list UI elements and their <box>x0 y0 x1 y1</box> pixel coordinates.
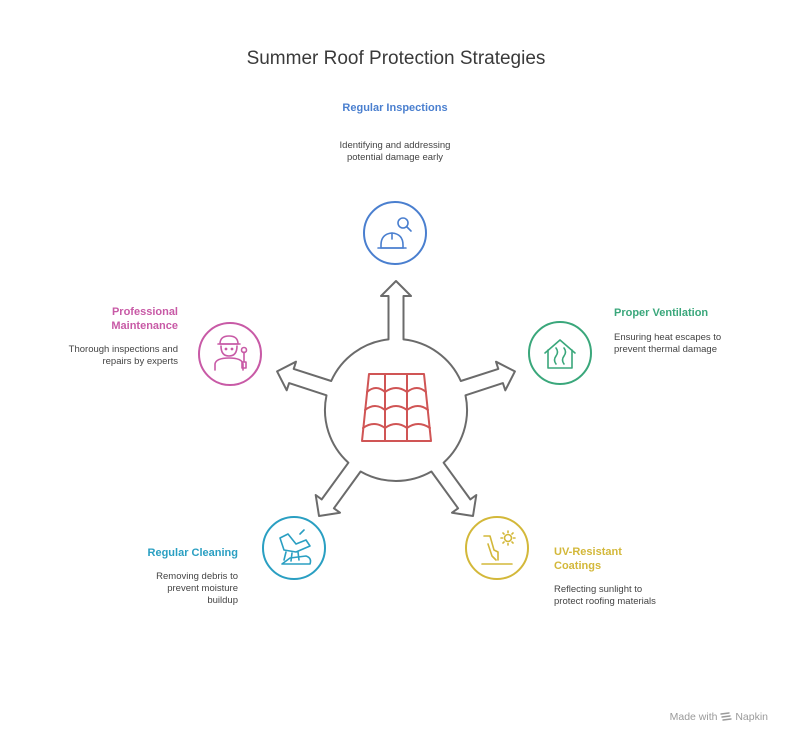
strategy-title-professional-maintenance: Professional Maintenance <box>111 306 178 332</box>
hub-outline <box>276 280 516 517</box>
strategy-title-uv-resistant-coatings: UV-Resistant Coatings <box>554 546 622 572</box>
brand-name: Napkin <box>735 711 768 724</box>
strategy-desc-proper-ventilation: Ensuring heat escapes to prevent thermal… <box>614 332 722 355</box>
napkin-logo-icon <box>720 712 733 721</box>
strategy-title-proper-ventilation: Proper Ventilation <box>614 307 709 319</box>
strategy-desc-professional-maintenance: Thorough inspections and repairs by expe… <box>68 344 178 367</box>
worker-icon <box>214 335 248 371</box>
strategy-desc-uv-resistant-coatings: Reflecting sunlight to protect roofing m… <box>554 584 656 607</box>
roof-tiles-icon <box>361 373 432 442</box>
node-regular-cleaning <box>262 516 326 580</box>
node-proper-ventilation <box>528 321 592 385</box>
footer-brand: Made with Napkin <box>670 711 768 723</box>
sun-roof-icon <box>481 530 516 565</box>
made-with-label: Made with <box>669 711 718 724</box>
strategy-desc-regular-inspections: Identifying and addressing potential dam… <box>339 140 451 163</box>
hub-group <box>276 280 516 517</box>
node-uv-resistant-coatings <box>465 516 529 580</box>
house-heat-icon <box>544 339 576 369</box>
strategy-desc-regular-cleaning: Removing debris to prevent moisture buil… <box>156 571 238 606</box>
broom-cleaning-icon <box>279 529 312 565</box>
node-regular-inspections <box>363 201 427 265</box>
strategy-title-regular-inspections: Regular Inspections <box>342 102 448 114</box>
hardhat-magnifier-icon <box>377 217 412 249</box>
node-professional-maintenance <box>198 322 262 386</box>
page-title: Summer Roof Protection Strategies <box>246 48 546 69</box>
strategy-title-regular-cleaning: Regular Cleaning <box>147 547 238 559</box>
